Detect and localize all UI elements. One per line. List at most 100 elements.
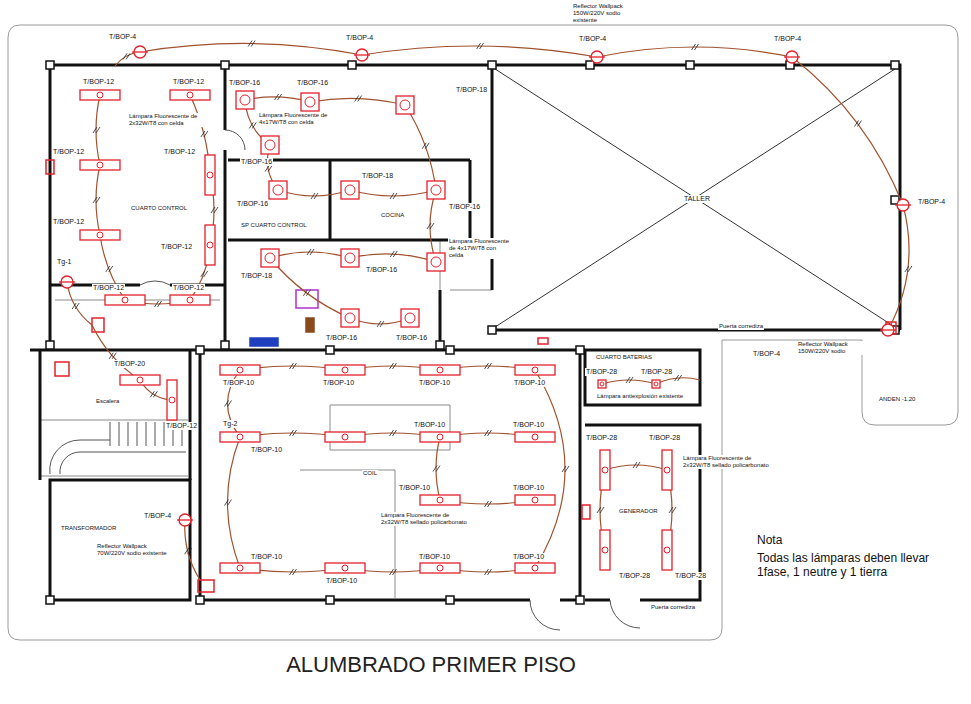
conductor-tick (488, 363, 492, 369)
lamp-body (341, 249, 359, 267)
room-name: CUARTO CONTROL (130, 205, 188, 212)
circuit-tag: T/BOP-10 (250, 553, 283, 561)
wall (200, 350, 580, 600)
fixture-note: Lámpara Fluorescente de 4x17W/T8 con cel… (448, 238, 512, 259)
circuit-tag: T/BOP-4 (143, 512, 172, 520)
circuit-tag: T/BOP-10 (512, 484, 545, 492)
conductor-tick (488, 430, 492, 436)
circuit-tag: T/BOP-4 (752, 350, 781, 358)
lamp-center (664, 467, 670, 473)
panel-tag: Tg-1 (56, 258, 72, 266)
circuit-tag: T/BOP-10 (418, 379, 451, 387)
fixture-note: Reflector Wallpack 150W/220V sodio exist… (572, 3, 636, 24)
circuit-tag: T/BOP-28 (585, 434, 618, 442)
lamp-symbol (220, 563, 260, 573)
wire (430, 190, 436, 262)
conductor-tick (153, 391, 157, 397)
lamp-center (237, 367, 243, 373)
room: COIL (202, 352, 578, 598)
lamp-body (662, 530, 672, 570)
column (488, 61, 496, 69)
wire (228, 437, 241, 568)
circuit-tag: T/BOP-10 (512, 553, 545, 561)
conductor-tick (908, 266, 912, 272)
door-swing (225, 130, 245, 150)
circuit-tag: T/BOP-10 (398, 484, 431, 492)
conductor-tick (204, 271, 208, 277)
fixture-note: Reflector Wallpack 150W/220V sodio (797, 341, 871, 355)
circuit-tag: T/BOP-12 (160, 243, 193, 251)
stair-step (137, 422, 138, 446)
lamp-body (120, 375, 160, 385)
lamp-center (431, 257, 441, 267)
lamp-symbol (598, 380, 606, 388)
circuit-tag: T/BOP-12 (82, 78, 115, 86)
circuit-tag: T/BOP-16 (236, 200, 269, 208)
lamp-symbol (515, 432, 555, 442)
fixture-note: Lámpara antiexplosión existente (596, 393, 698, 400)
wire (140, 43, 362, 55)
conductor-tick (672, 507, 676, 513)
circuit-tag: T/BOP-10 (222, 379, 255, 387)
circuit-tag: T/BOP-12 (92, 284, 125, 292)
lamp-body (301, 93, 319, 111)
conductor-tick (158, 301, 162, 307)
conductor-tick (695, 44, 699, 50)
column (326, 346, 334, 354)
conductor-tick (268, 166, 272, 172)
wallpack-symbol (132, 46, 148, 58)
panel-board (198, 580, 214, 592)
lamp-symbol (205, 155, 215, 195)
circuit-tag: T/BOP-4 (773, 35, 802, 43)
room-name: COCINA (380, 212, 405, 219)
conductor-tick (425, 143, 429, 149)
lamp-body (652, 380, 660, 388)
circuit-tag: T/BOP-16 (365, 266, 398, 274)
circuit-tag: T/BOP-10 (413, 421, 446, 429)
lamp-body (420, 495, 460, 505)
lamp-symbol (427, 181, 445, 199)
lamp-symbol (167, 380, 177, 420)
open-area-cross (492, 67, 898, 329)
conductor-tick (293, 363, 297, 369)
lamp-symbol (236, 91, 254, 109)
wire (362, 46, 597, 57)
conductor-tick (629, 377, 633, 383)
wallpack-mount (895, 204, 911, 205)
lamp-body (205, 155, 215, 195)
lamp-body (325, 432, 365, 442)
stair-step (128, 422, 129, 446)
door-swing (140, 281, 170, 285)
wire (67, 282, 92, 325)
stair-step (110, 422, 111, 446)
fixture-note: Lámpara Fluorescente de 2x32W/T8 con cel… (128, 113, 208, 127)
room: TALLER (492, 67, 898, 329)
wallpack-mount (589, 56, 605, 57)
wallpack-symbol (354, 49, 370, 61)
lamp-body (420, 432, 460, 442)
wall (49, 65, 52, 350)
wire (96, 165, 100, 235)
lamp-symbol (170, 90, 210, 100)
lamp-center (240, 95, 250, 105)
circuit-tag: T/BOP-28 (640, 368, 673, 376)
outline (40, 420, 188, 421)
lamp-center (532, 565, 538, 571)
stair-step (119, 422, 120, 446)
circuit-tag: T/BOP-28 (674, 572, 707, 580)
outline (40, 476, 188, 477)
lamp-symbol (170, 295, 210, 305)
lamp-symbol (269, 181, 287, 199)
wallpack-symbol (784, 51, 800, 63)
lamp-symbol (80, 90, 120, 100)
outline (300, 470, 395, 598)
lamp-symbol (420, 365, 460, 375)
wire (888, 205, 909, 330)
lamp-center (602, 547, 608, 553)
lamp-body (598, 380, 606, 388)
lamp-body (662, 450, 672, 490)
room: TRANSFORMADOR (52, 482, 188, 598)
area-name: ANDEN -1.20 (878, 396, 916, 403)
stair-step (155, 422, 156, 446)
